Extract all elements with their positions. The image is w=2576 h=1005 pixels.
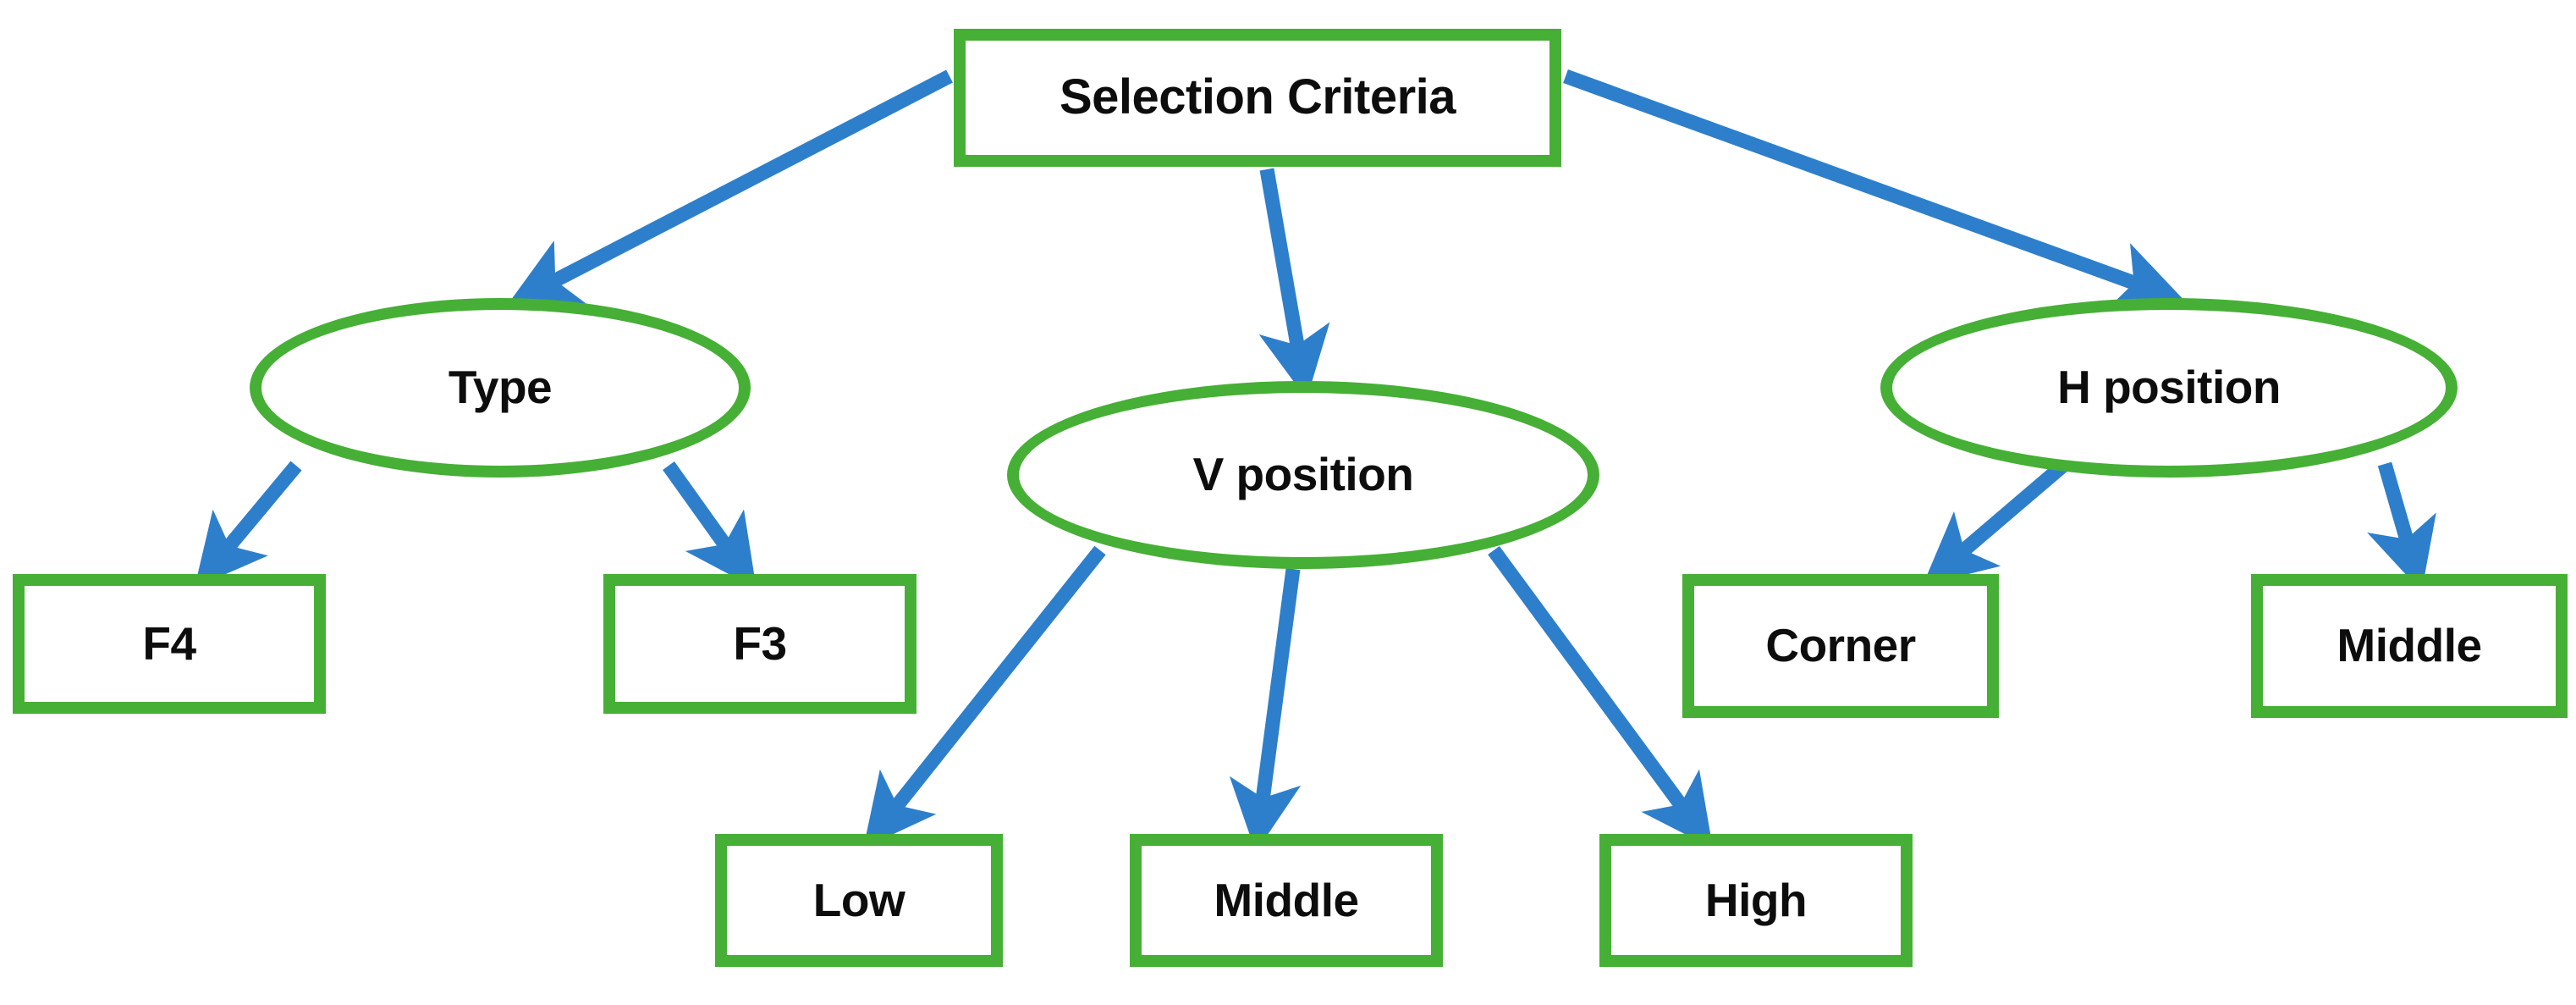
node-high[interactable]: High <box>1599 834 1913 967</box>
node-h-position[interactable]: H position <box>1880 298 2458 478</box>
node-label-low: Low <box>812 873 905 926</box>
node-label-f3: F3 <box>733 616 787 670</box>
edge-v-position-to-high <box>1488 545 1714 849</box>
node-v-middle[interactable]: Middle <box>1130 834 1443 967</box>
edge-h-position-to-h-middle <box>2367 461 2436 592</box>
node-label-type: Type <box>448 361 553 414</box>
node-f4[interactable]: F4 <box>13 574 326 714</box>
edge-h-position-to-corner <box>1922 458 2070 586</box>
node-label-h-position: H position <box>2057 361 2281 414</box>
node-label-corner: Corner <box>1765 619 1916 672</box>
node-low[interactable]: Low <box>715 834 1003 967</box>
node-type[interactable]: Type <box>250 298 751 478</box>
edge-type-to-f3 <box>663 461 757 589</box>
node-selection-criteria[interactable]: Selection Criteria <box>954 29 1561 167</box>
node-label-v-middle: Middle <box>1214 873 1359 926</box>
node-label-v-position: V position <box>1192 448 1414 501</box>
edge-v-position-to-v-middle <box>1229 567 1302 853</box>
node-f3[interactable]: F3 <box>603 574 916 714</box>
edge-selection-criteria-to-v-position <box>1258 168 1330 400</box>
node-label-selection-criteria: Selection Criteria <box>1059 69 1456 125</box>
node-corner[interactable]: Corner <box>1682 574 1999 718</box>
node-h-middle[interactable]: Middle <box>2251 574 2568 718</box>
edge-selection-criteria-to-h-position <box>1563 69 2186 312</box>
edge-selection-criteria-to-type <box>506 69 953 306</box>
node-label-f4: F4 <box>142 616 196 670</box>
node-v-position[interactable]: V position <box>1007 381 1599 569</box>
node-label-high: High <box>1704 873 1808 926</box>
edge-type-to-f4 <box>194 461 302 588</box>
node-label-h-middle: Middle <box>2337 619 2482 672</box>
